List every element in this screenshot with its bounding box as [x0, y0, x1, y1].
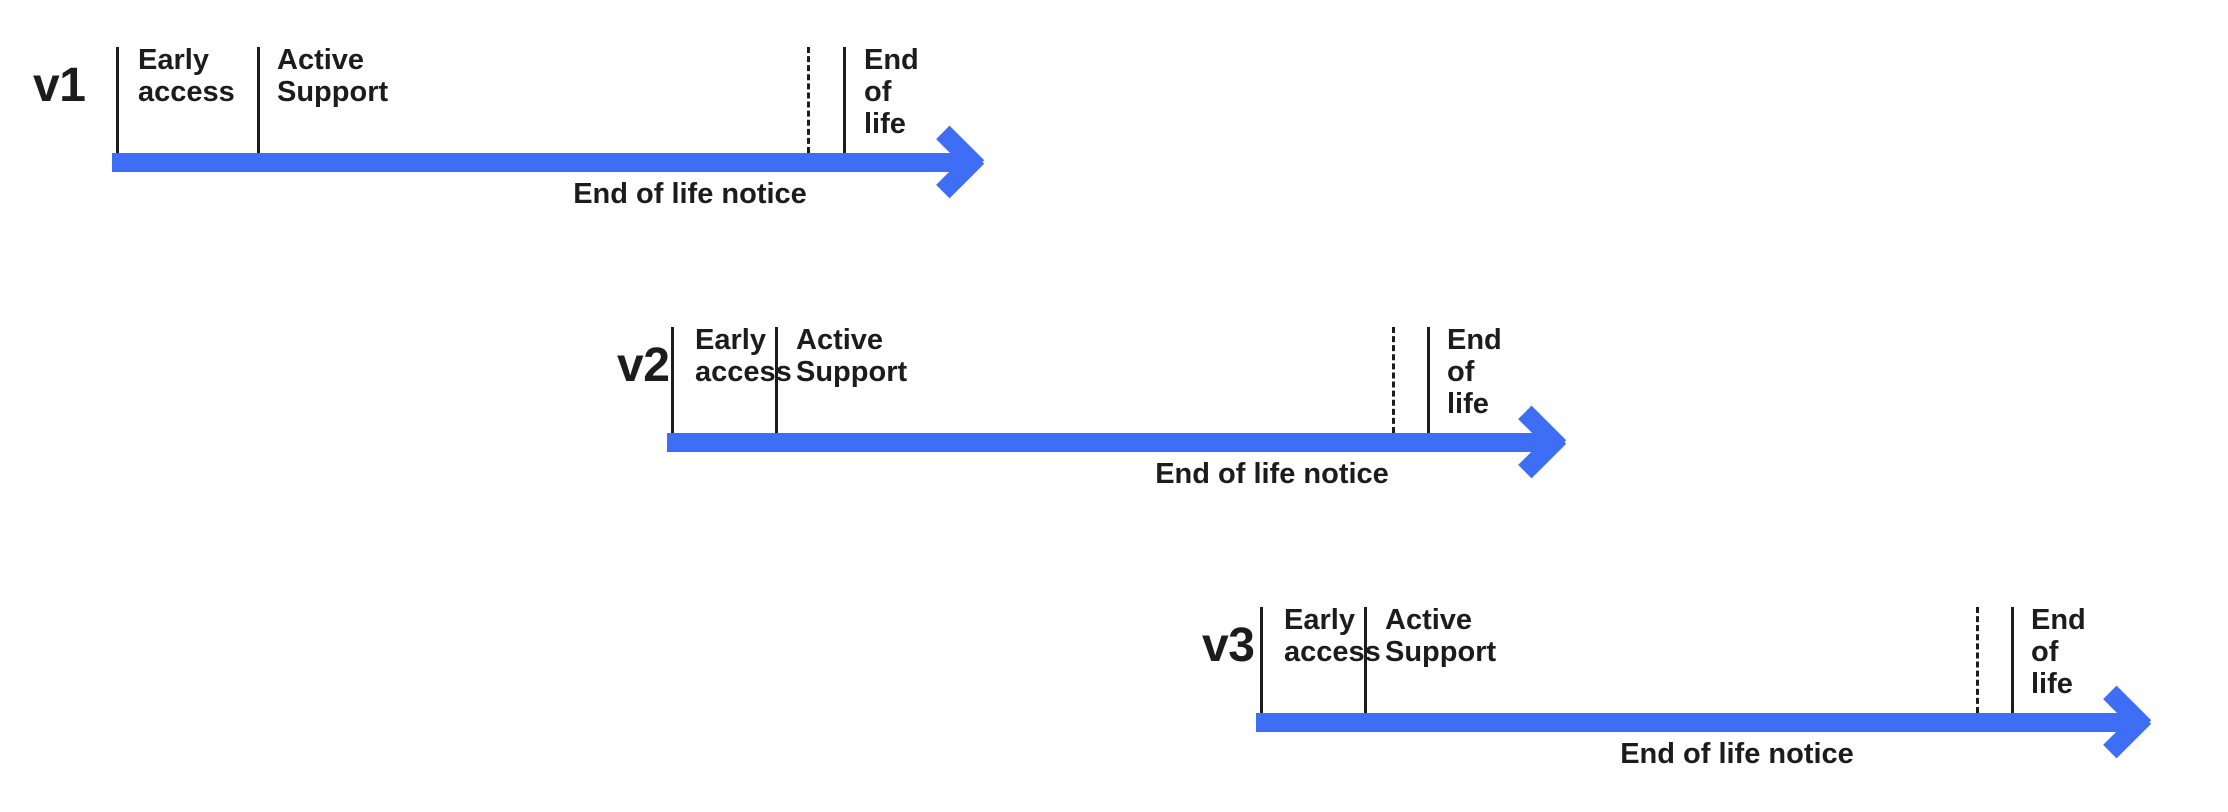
- phase-caption-3: End of life: [1447, 324, 1502, 420]
- phase-divider-2: [1364, 607, 1367, 713]
- phase-divider-3: [1427, 327, 1430, 433]
- version-label-v1: v1: [33, 59, 86, 112]
- version-label-v2: v2: [617, 339, 670, 392]
- phase-caption-1: Early access: [138, 44, 235, 108]
- phase-caption-3: End of life: [2031, 604, 2086, 700]
- phase-divider-1: [116, 47, 119, 153]
- phase-caption-3: End of life: [864, 44, 919, 140]
- timeline-bar: [667, 433, 1550, 452]
- phase-caption-1: Early access: [1284, 604, 1381, 668]
- phase-caption-1: Early access: [695, 324, 792, 388]
- version-label-v3: v3: [1202, 619, 1255, 672]
- phase-caption-2: Active Support: [796, 324, 908, 388]
- phase-caption-2: Active Support: [1385, 604, 1497, 668]
- end-of-life-notice-label: End of life notice: [1620, 738, 1854, 770]
- phase-divider-1: [1260, 607, 1263, 713]
- end-of-life-notice-label: End of life notice: [573, 178, 807, 210]
- phase-divider-2: [257, 47, 260, 153]
- end-of-life-notice-marker: [1976, 607, 1979, 713]
- end-of-life-notice-marker: [807, 47, 810, 153]
- end-of-life-notice-marker: [1392, 327, 1395, 433]
- phase-divider-2: [775, 327, 778, 433]
- end-of-life-notice-label: End of life notice: [1155, 458, 1389, 490]
- phase-caption-2: Active Support: [277, 44, 389, 108]
- phase-divider-3: [2011, 607, 2014, 713]
- timeline-bar: [112, 153, 968, 172]
- phase-divider-1: [671, 327, 674, 433]
- phase-divider-3: [843, 47, 846, 153]
- timeline-bar: [1256, 713, 2135, 732]
